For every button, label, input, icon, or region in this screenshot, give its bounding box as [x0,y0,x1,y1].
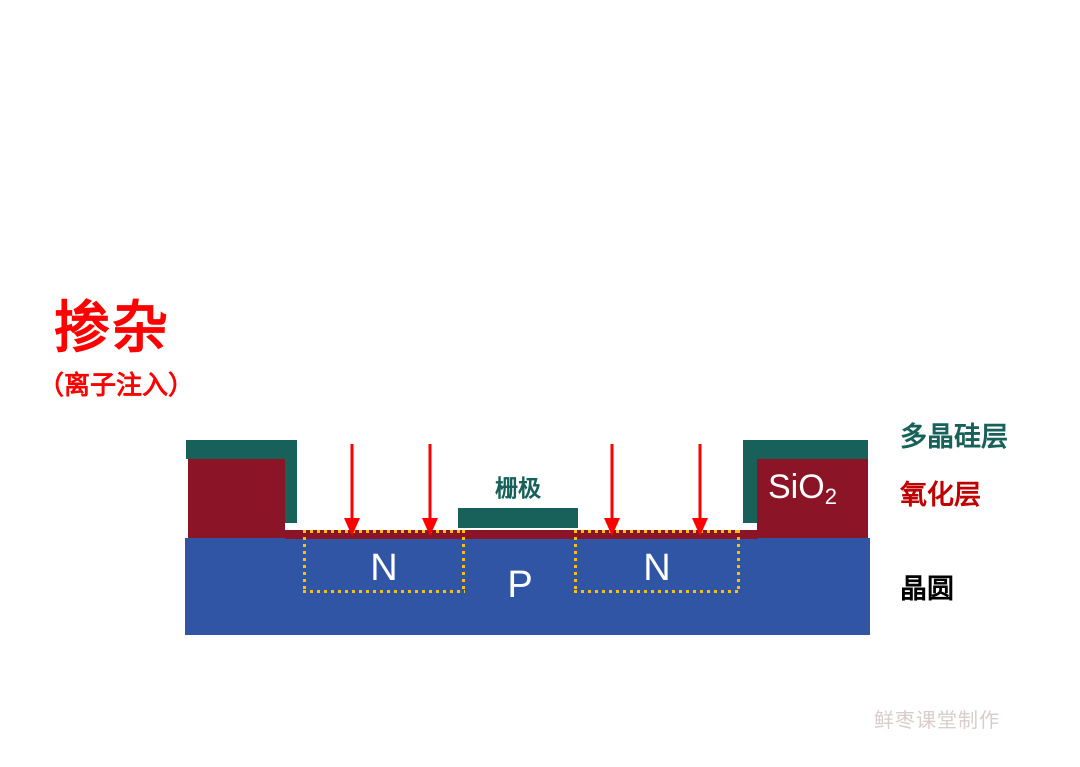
implant-boundary-right [574,530,740,593]
legend-item-polysilicon: 多晶硅层 [900,422,1008,452]
legend-item-oxide: 氧化层 [900,480,981,510]
implant-boundary-left [303,530,465,593]
right-polysilicon-sidewall [743,440,758,523]
page-subtitle: （离子注入） [38,370,195,400]
implant-arrow-icon [344,444,360,536]
gate-label: 栅极 [495,475,541,501]
sio2-label-main: SiO [768,468,825,506]
region-label-n-right: N [643,547,671,589]
sio2-label: SiO2 [768,468,837,508]
left-polysilicon-cap [186,440,297,459]
implant-arrow-icon [422,444,438,536]
right-oxide-block [757,459,868,538]
region-label-p: P [507,564,533,606]
left-oxide-block [188,459,285,538]
gate-polysilicon [458,508,578,528]
gate-oxide [458,530,578,539]
wafer-substrate [185,538,870,635]
sio2-label-subscript: 2 [824,484,837,509]
region-label-n-left: N [370,547,398,589]
implant-arrow-icon [604,444,620,536]
left-polysilicon-sidewall [283,440,297,523]
watermark: 鲜枣课堂制作 [874,710,1000,732]
implant-arrow-icon [692,444,708,536]
legend-item-wafer: 晶圆 [900,574,954,604]
page-title: 掺杂 [54,296,170,359]
right-polysilicon-cap [743,440,868,459]
